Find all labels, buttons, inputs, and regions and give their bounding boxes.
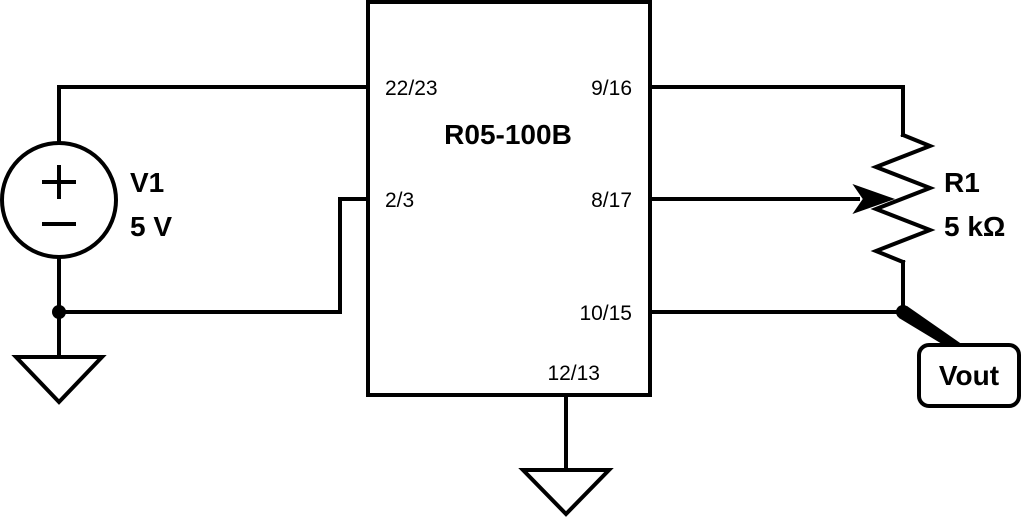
wire-2-3-to-ground: [57, 197, 370, 314]
vout-label: Vout: [939, 360, 999, 391]
wire-22-23-to-v1: [57, 85, 370, 144]
junction-left: [52, 305, 66, 319]
voltage-source-v1: [0, 141, 118, 259]
resistor-name: R1: [944, 167, 980, 198]
chip-body: [366, 0, 652, 397]
pin-label-2-3: 2/3: [385, 189, 414, 212]
pin-label-9-16: 9/16: [591, 77, 632, 100]
vout-pointer: [899, 306, 963, 347]
resistor-value: 5 kΩ: [944, 211, 1005, 242]
pin-label-12-13: 12/13: [547, 362, 600, 385]
chip-name: R05-100B: [444, 119, 572, 150]
resistor-r1: [870, 132, 936, 265]
wire-9-16-to-r1: [648, 85, 905, 137]
vout-box: [917, 343, 1021, 408]
ground-bottom: [518, 468, 614, 517]
source-value: 5 V: [130, 211, 172, 242]
pin-label-22-23: 22/23: [385, 77, 438, 100]
pin-label-8-17: 8/17: [591, 189, 632, 212]
wire-10-15-to-vout: [648, 260, 905, 314]
wiper-arrow-icon: [852, 184, 896, 214]
pin-label-10-15: 10/15: [579, 302, 632, 325]
source-name: V1: [130, 167, 164, 198]
ground-left: [11, 355, 107, 405]
